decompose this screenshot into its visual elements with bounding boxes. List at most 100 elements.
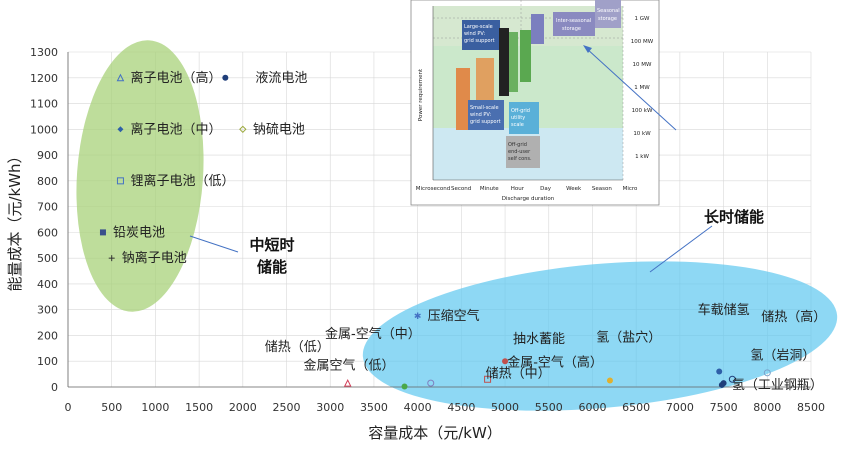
data-labels: 离子电池（高）液流电池离子电池（中）钠硫电池锂离子电池（低）铅炭电池钠离子电池压… xyxy=(113,70,826,393)
data-point xyxy=(401,383,408,390)
inset-box-off-grid-end-user xyxy=(506,136,540,168)
y-tick-label: 300 xyxy=(37,304,58,317)
x-tick-label: 1500 xyxy=(185,401,213,414)
data-point xyxy=(99,229,106,236)
data-point xyxy=(427,379,435,387)
data-label: 储热（低） xyxy=(265,340,330,355)
data-label: 钠硫电池 xyxy=(253,122,305,137)
y-tick-label: 500 xyxy=(37,252,58,265)
y-tick-label: 0 xyxy=(51,381,58,394)
inset-box-inter-seasonal-text: Inter-seasonal xyxy=(556,18,591,24)
data-label: 金属空气（低） xyxy=(304,357,395,373)
inset-box-off-grid-utility-text2: utility xyxy=(511,115,525,121)
inset-box-off-grid-end-user-text3: self cons. xyxy=(508,156,532,162)
long-duration-leader xyxy=(649,225,713,273)
data-label: 氢（工业钢瓶） xyxy=(732,378,823,393)
inset-box-large-scale-text: Large-scale xyxy=(464,24,493,30)
x-tick-label: 3000 xyxy=(316,401,344,414)
inset-x-tick: Second xyxy=(451,186,471,192)
y-tick-label: 1300 xyxy=(30,46,58,59)
data-point xyxy=(222,74,229,81)
y-tick-label: 600 xyxy=(37,226,58,239)
short-duration-leader xyxy=(189,235,239,253)
inset-box-seasonal-text: Seasonal xyxy=(597,8,620,14)
x-tick-label: 7000 xyxy=(666,401,694,414)
x-tick-label: 5500 xyxy=(535,401,563,414)
y-axis-title: 能量成本（元/kWh） xyxy=(6,148,24,291)
axes xyxy=(67,52,811,388)
data-point xyxy=(343,379,352,387)
data-label: 钠离子电池 xyxy=(122,250,187,266)
data-point xyxy=(116,177,124,185)
y-tick-label: 900 xyxy=(37,149,58,162)
data-point xyxy=(502,358,509,365)
data-point xyxy=(108,255,115,262)
inset-box-large-scale-text2: wind PV: xyxy=(464,31,485,37)
inset-y-tick: 1 GW xyxy=(635,16,651,22)
data-point xyxy=(718,381,725,388)
y-tick-label: 1000 xyxy=(30,123,58,136)
inset-x-tick: Week xyxy=(566,186,582,192)
data-label: 铅炭电池 xyxy=(113,225,165,240)
inset-box-td-deferral xyxy=(520,30,531,82)
inset-box-inter-seasonal-text2: storage xyxy=(562,26,581,32)
data-label: 抽水蓄能 xyxy=(513,332,565,347)
data-point xyxy=(716,368,723,375)
x-axis-title: 容量成本（元/kW） xyxy=(368,424,502,442)
inset-box-arbitrage xyxy=(531,14,544,44)
inset-box-inter-seasonal xyxy=(553,12,595,36)
data-label: 离子电池（高） xyxy=(130,70,221,86)
x-tick-label: 6500 xyxy=(622,401,650,414)
x-tick-label: 0 xyxy=(65,401,72,414)
data-label: 储热（高） xyxy=(761,309,826,325)
inset-x-tick: Minute xyxy=(480,186,499,192)
inset-box-off-grid-utility-text3: scale xyxy=(511,122,524,128)
data-point xyxy=(117,126,124,133)
inset-x-tick: Hour xyxy=(511,186,525,192)
data-label: 离子电池（中） xyxy=(130,121,221,137)
data-label: 液流电池 xyxy=(255,71,307,86)
x-tick-label: 2000 xyxy=(229,401,257,414)
y-tick-label: 700 xyxy=(37,201,58,214)
inset-y-tick: 100 kW xyxy=(632,108,653,114)
y-tick-label: 400 xyxy=(37,278,58,291)
inset-box-small-scale-text2: wind PV: xyxy=(470,112,491,118)
inset-y-tick: 1 MW xyxy=(634,85,650,91)
x-tick-label: 6000 xyxy=(578,401,606,414)
inset-box-seasonal-text2: storage xyxy=(598,16,617,22)
inset-y-tick: 10 kW xyxy=(633,131,651,137)
inset-arrow xyxy=(585,47,677,131)
x-tick-label: 4500 xyxy=(447,401,475,414)
x-tick-label: 8500 xyxy=(797,401,825,414)
x-tick-label: 2500 xyxy=(273,401,301,414)
inset-y-title: Power requirement xyxy=(418,68,424,121)
x-tick-label: 8000 xyxy=(753,401,781,414)
data-label: 金属-空气（中） xyxy=(325,326,421,342)
inset-x-title: Discharge duration xyxy=(502,196,555,202)
data-label: 车载储氢 xyxy=(698,302,750,318)
data-points: ✱ xyxy=(99,73,771,390)
data-point xyxy=(728,375,736,383)
inset-y-tick: 10 MW xyxy=(633,62,652,68)
inset-box-large-scale xyxy=(462,20,500,50)
y-tick-label: 1200 xyxy=(30,72,58,85)
data-label: 锂离子电池（低） xyxy=(130,173,234,189)
inset-box-off-grid-end-user-text2: end-user xyxy=(508,149,531,155)
x-tick-label: 4000 xyxy=(404,401,432,414)
data-label: 氢（盐穴） xyxy=(596,331,661,346)
data-point xyxy=(116,73,125,82)
data-label: 金属-空气（高） xyxy=(507,355,603,371)
inset-x-tick: Microsecond xyxy=(416,186,450,192)
data-point xyxy=(606,377,613,384)
y-tick-label: 1100 xyxy=(30,98,58,111)
short-duration-ellipse xyxy=(76,40,204,312)
long-duration-label: 长时储能 xyxy=(704,208,764,226)
inset-box-off-grid-utility-text: Off-grid xyxy=(511,108,530,114)
inset-y-tick: 1 kW xyxy=(635,154,649,160)
x-tick-label: 7500 xyxy=(710,401,738,414)
y-tick-labels: 0100200300400500600700800900100011001200… xyxy=(30,46,58,394)
x-tick-label: 5000 xyxy=(491,401,519,414)
data-point: ✱ xyxy=(414,312,422,322)
